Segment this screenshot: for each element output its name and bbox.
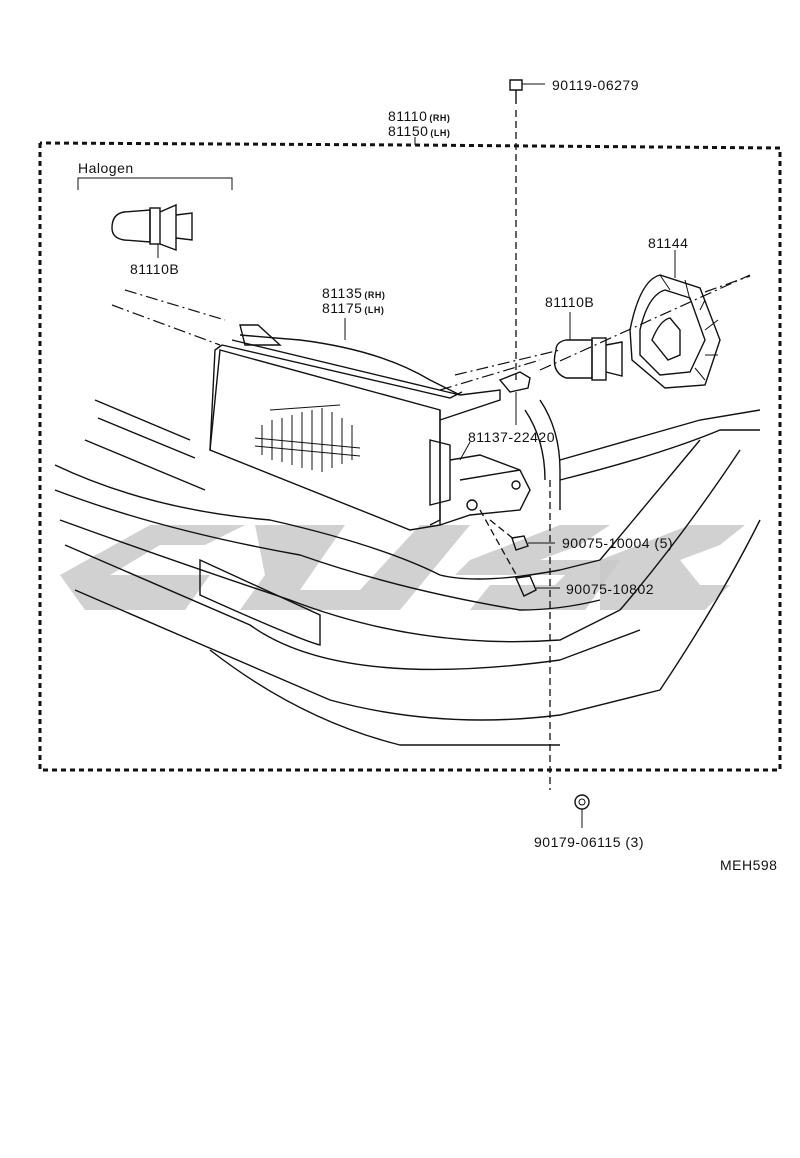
lens-pattern [254,404,361,472]
bracket-leader-2 [459,441,471,461]
bottom-nut-icon [549,480,590,828]
side-screw-icon [479,509,560,597]
reflector-cover-icon [629,250,751,389]
label-assembly-lh: 81150(LH) [388,123,450,139]
label-lens-rh: 81135(RH) [322,285,385,301]
label-side-screw: 90075-10802 [566,581,654,597]
car-body-outline [54,274,761,746]
label-clip: 90075-10004 (5) [562,535,673,551]
label-screw-top: 90119-06279 [552,77,639,93]
label-halogen-bulb: 81110B [130,261,179,277]
clip-icon [489,519,555,551]
label-reflector-cover: 81144 [648,235,688,251]
headlamp-lens [209,324,531,531]
label-bracket: 81137-22420 [468,429,555,445]
bracket-icon [498,371,531,425]
halogen-bracket [77,177,233,190]
label-halogen: Halogen [78,160,134,176]
label-bottom-nut: 90179-06115 (3) [534,834,644,850]
top-screw-icon [509,79,545,380]
label-bulb: 81110B [545,294,594,310]
bulb-icon [553,312,623,381]
label-assembly-rh: 81110(RH) [388,108,450,124]
assembly-frame [38,141,782,772]
label-diagram-code: MEH598 [720,857,777,873]
halogen-bulb-icon [111,203,193,258]
label-lens-lh: 81175(LH) [322,300,384,316]
